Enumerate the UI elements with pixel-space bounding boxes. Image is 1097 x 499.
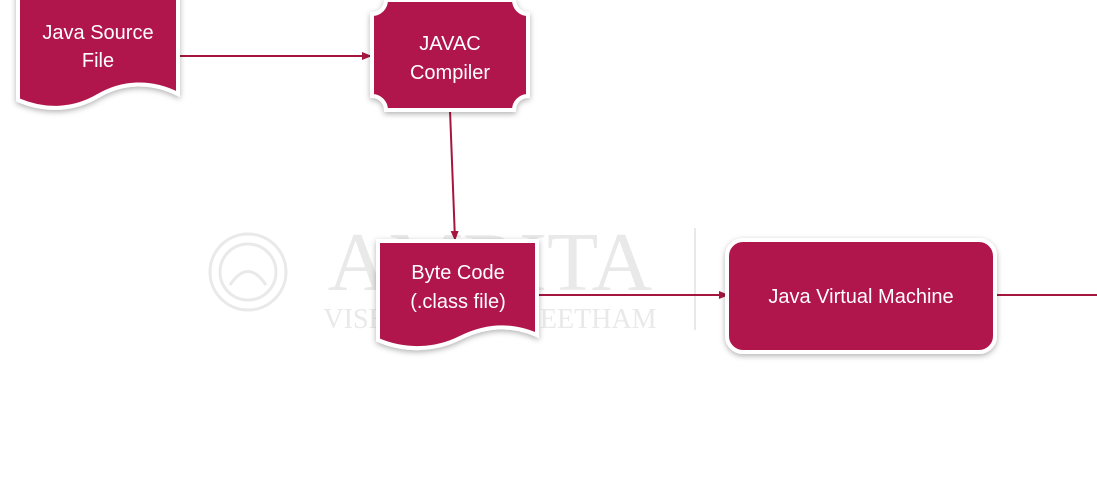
document-shape (376, 239, 539, 350)
source-label-line2: File (82, 50, 114, 72)
connectors (180, 52, 1097, 299)
node-byte-code (376, 239, 539, 350)
arrow-compiler-to-bytecode (449, 109, 459, 241)
document-shape (16, 0, 180, 110)
bytecode-label-line2: (.class file) (410, 291, 506, 313)
compiler-label-line2: Compiler (410, 62, 490, 84)
watermark-emblem-icon (208, 232, 288, 312)
node-javac-compiler (370, 0, 530, 112)
jvm-label: Java Virtual Machine (768, 286, 953, 308)
node-java-source-file (16, 0, 180, 110)
plaque-shape (370, 0, 530, 112)
node-java-virtual-machine (725, 238, 997, 354)
source-label-line1: Java Source (42, 22, 153, 44)
compiler-label-line1: JAVAC (419, 33, 481, 55)
rounded-rect-shape (725, 238, 997, 354)
bytecode-label-line1: Byte Code (411, 262, 504, 284)
